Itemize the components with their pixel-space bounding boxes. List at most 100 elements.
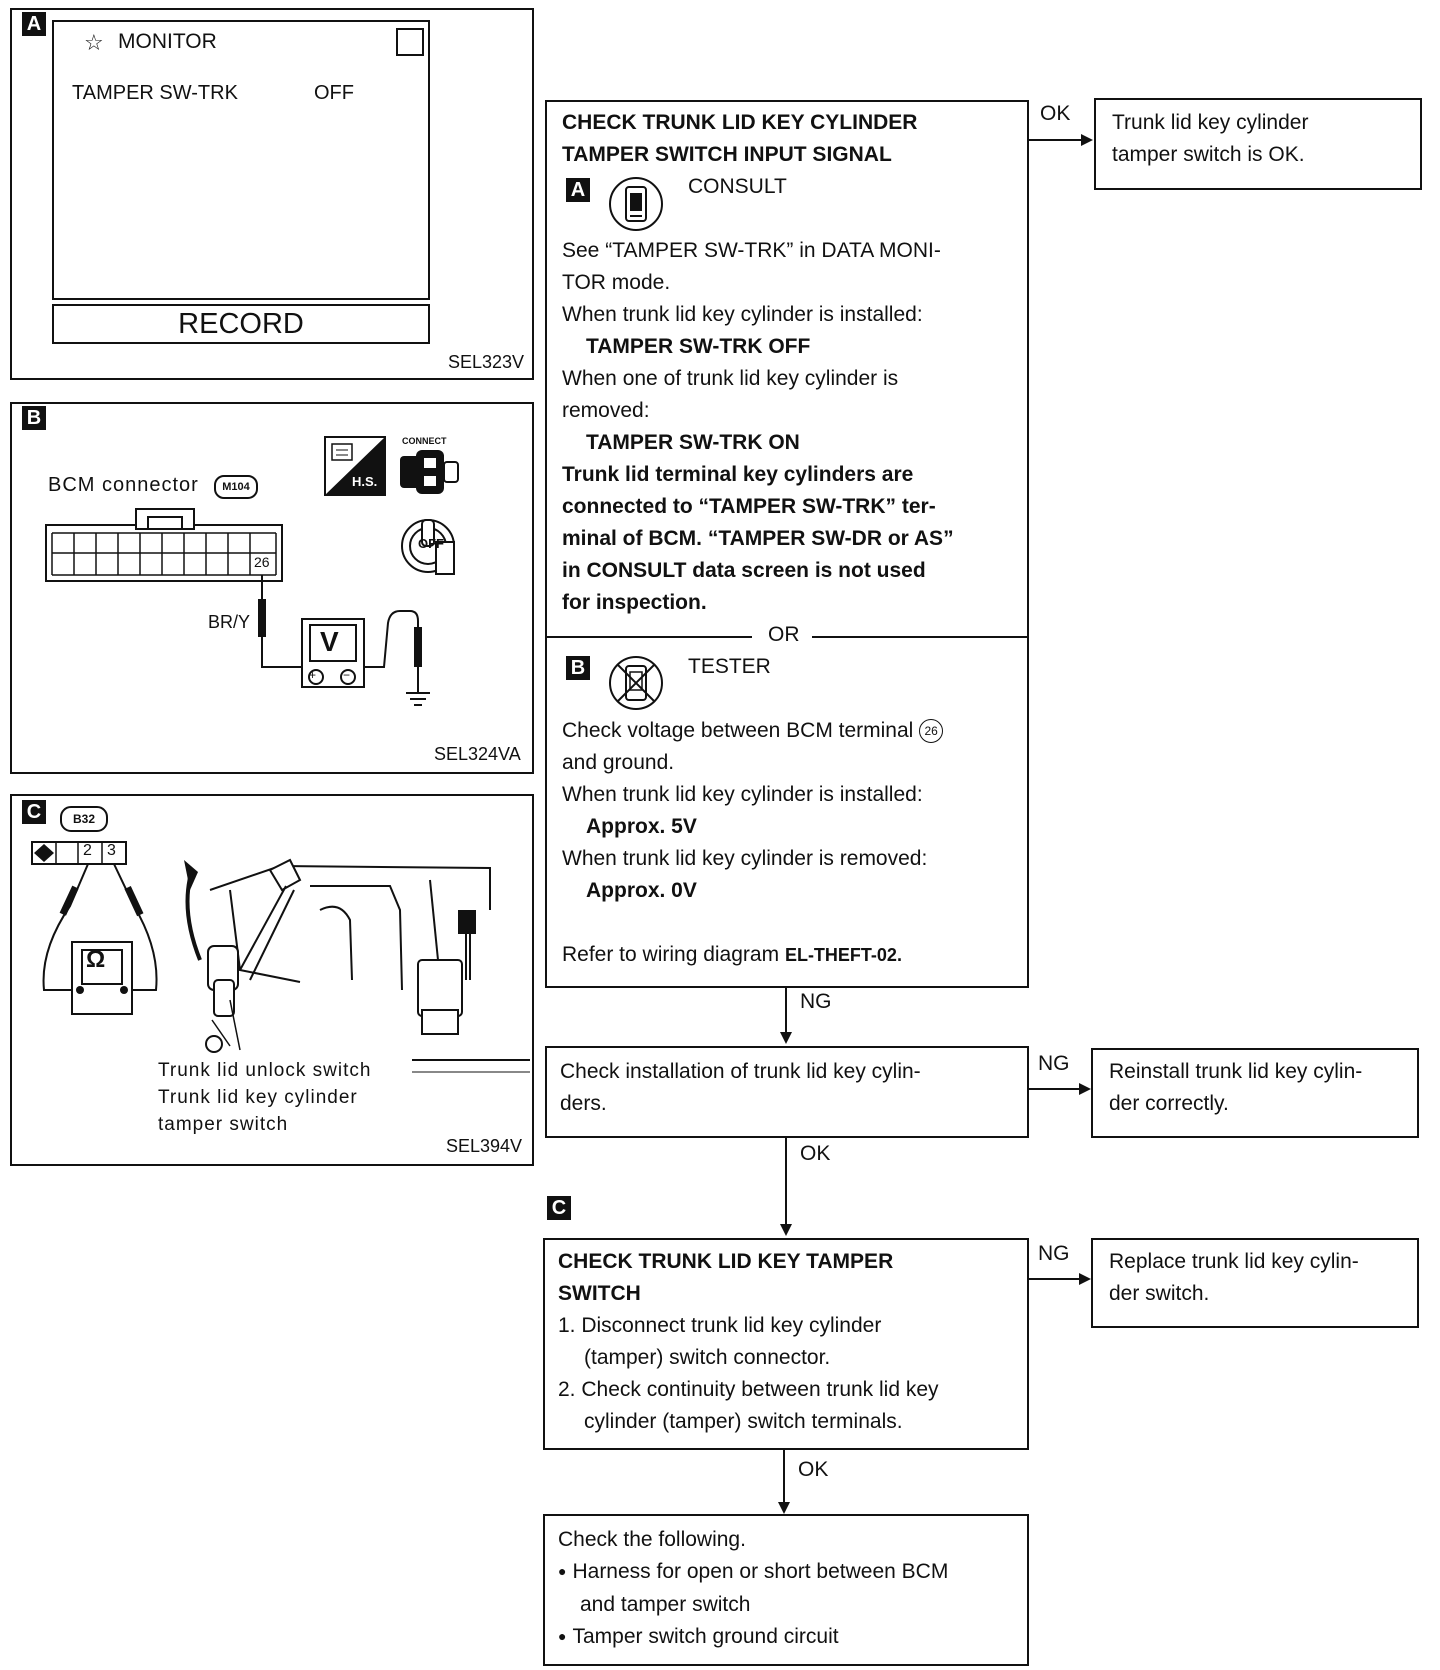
ng3-line-2: der switch. [1109,1282,1210,1305]
unlock-switch-label: Trunk lid unlock switch [158,1060,372,1081]
consult-note-1: Trunk lid terminal key cylinders are [562,463,914,486]
panel-b-code: SEL324VA [434,744,521,764]
ng1-arrow [780,988,792,1044]
step2-line-1: Check installation of trunk lid key cyli… [560,1060,921,1083]
step3-tag: C [547,1196,571,1220]
step1-or-label: OR [768,623,800,646]
step4-bullet-1-cont: and tamper switch [580,1593,751,1616]
step2-box [545,1046,1029,1138]
panel-c-terminal-3: 3 [107,842,116,859]
consult-label: CONSULT [688,175,787,198]
monitor-title: MONITOR [118,30,217,53]
voltmeter-label: V [320,626,339,657]
ng2-label: NG [1038,1052,1070,1075]
tester-label: TESTER [688,655,771,678]
ok2-arrow [780,1138,792,1236]
monitor-item-name: TAMPER SW-TRK [72,82,238,104]
consult-line-2: TOR mode. [562,271,671,294]
monitor-screen [52,20,430,300]
consult-instructions: See “TAMPER SW-TRK” in DATA MONI- TOR mo… [562,235,954,619]
bcm-connector-label: BCM connector [48,474,199,496]
ok1-text: Trunk lid key cylinder tamper switch is … [1112,107,1308,171]
ok2-label: OK [800,1142,831,1165]
ng3-arrow [1029,1273,1091,1285]
ok3-arrow [778,1450,790,1514]
consult-line-3: When trunk lid key cylinder is installed… [562,303,923,326]
wire-color-label: BR/Y [208,612,251,632]
hs-label: H.S. [352,474,378,489]
step2-line-2: ders. [560,1092,607,1115]
panel-c-connector-id: B32 [60,806,108,832]
panel-c-tag: C [22,800,46,824]
consult-note-3: minal of BCM. “TAMPER SW-DR or AS” [562,527,954,550]
ng2-line-2: der correctly. [1109,1092,1229,1115]
key-off-label: OFF [418,536,444,551]
record-button[interactable]: RECORD [52,304,430,344]
ok1-box [1094,98,1422,190]
step1-box [545,100,1029,988]
tester-line-1: Check voltage between BCM terminal 26 [562,715,944,747]
step3-item-2: 2. Check continuity between trunk lid ke… [558,1378,939,1401]
ng3-line-1: Replace trunk lid key cylin- [1109,1250,1359,1273]
reference-text: Refer to wiring diagram [562,943,780,966]
step1-title-1: CHECK TRUNK LID KEY CYLINDER [562,111,918,134]
step3-title-1: CHECK TRUNK LID KEY TAMPER [558,1250,894,1273]
ok1-label: OK [1040,102,1071,125]
ng3-label: NG [1038,1242,1070,1265]
ng2-line-1: Reinstall trunk lid key cylin- [1109,1060,1363,1083]
panel-a-code: SEL323V [448,352,525,372]
tester-line-3: When trunk lid key cylinder is installed… [562,783,923,806]
consult-note-2: connected to “TAMPER SW-TRK” ter- [562,495,936,518]
step4-bullet-2: Tamper switch ground circuit [558,1621,948,1654]
voltmeter-circuit [258,575,430,706]
minus-terminal-icon: − [343,668,351,682]
step1-or-gap [752,626,812,646]
panel-c-code: SEL394V [446,1136,523,1156]
step3-item-2b: cylinder (tamper) switch terminals. [584,1410,903,1433]
ng3-text: Replace trunk lid key cylin- der switch. [1109,1246,1359,1310]
consult-line-4: When one of trunk lid key cylinder is [562,367,899,390]
step1-content: CHECK TRUNK LID KEY CYLINDER TAMPER SWIT… [562,107,917,171]
step4-bullet-1-text: Harness for open or short between BCM [572,1560,949,1583]
consult-icon [609,177,663,231]
step3-text: CHECK TRUNK LID KEY TAMPER SWITCH 1. Dis… [558,1246,939,1438]
consult-note-5: for inspection. [562,591,707,614]
tester-icon [609,656,663,710]
bcm-terminal-26: 26 [254,554,270,570]
ohmmeter-circuit [31,841,158,1015]
step3-box [543,1238,1029,1450]
harness-side-icon [324,436,386,496]
step1-title-2: TAMPER SWITCH INPUT SIGNAL [562,143,892,166]
star-icon: ☆ [84,30,104,55]
ok1-line-1: Trunk lid key cylinder [1112,111,1309,134]
ok1-arrow [1029,134,1093,146]
record-button-label: RECORD [178,308,304,340]
monitor-checkbox[interactable] [396,28,424,56]
step3-item-1b: (tamper) switch connector. [584,1346,831,1369]
consult-value-on: TAMPER SW-TRK ON [586,431,800,454]
trunk-lid-sketch [184,858,530,1073]
consult-tag: A [566,178,590,202]
step2-text: Check installation of trunk lid key cyli… [560,1056,921,1120]
tester-line-1-text: Check voltage between BCM terminal [562,719,914,742]
consult-value-off: TAMPER SW-TRK OFF [586,335,811,358]
panel-a-tag: A [22,12,46,36]
ng2-text: Reinstall trunk lid key cylin- der corre… [1109,1056,1362,1120]
step4-bullet-2-text: Tamper switch ground circuit [572,1625,839,1648]
tester-terminal-badge: 26 [919,719,944,743]
tester-instructions: Check voltage between BCM terminal 26 an… [562,715,944,971]
ng2-arrow [1029,1083,1091,1095]
bcm-connector-diagram [45,508,283,582]
connect-icon [400,450,459,494]
tester-value-5v: Approx. 5V [586,815,697,838]
step4-intro: Check the following. [558,1528,746,1551]
key-cylinder-label: Trunk lid key cylinder [158,1087,358,1108]
panel-b-tag: B [22,406,46,430]
ng1-label: NG [800,990,832,1013]
ng3-box [1091,1238,1419,1328]
bcm-connector-id: M104 [214,475,258,499]
plus-terminal-icon: + [309,668,317,682]
tester-value-0v: Approx. 0V [586,879,697,902]
ok3-label: OK [798,1458,829,1481]
step3-item-1: 1. Disconnect trunk lid key cylinder [558,1314,882,1337]
